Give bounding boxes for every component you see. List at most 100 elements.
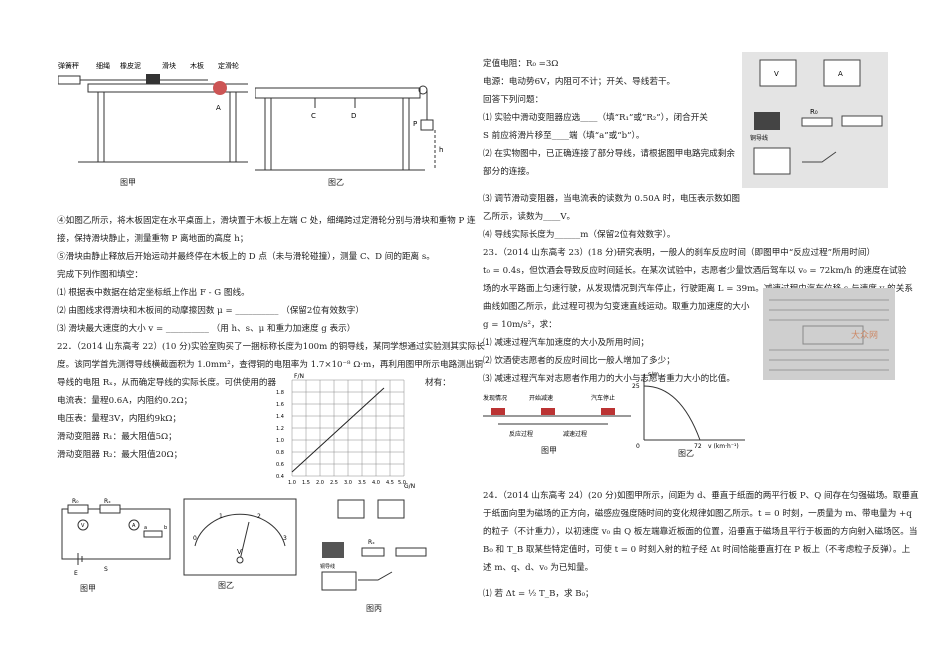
step4-line2: 接，保持滑块静止，测量重物 P 离地面的高度 h； [57,234,249,244]
q23-line3: 场的水平路面上匀速行驶，从发现情况到汽车停止，行驶距离 L = 39m。减速过程… [483,284,913,294]
car-label-reaction: 反应过程 [509,430,533,438]
label-spring-scale: 弹簧秤 [58,61,79,70]
spring-scale-icon [58,75,81,85]
task-2: ⑵ 由图线求得滑块和木板间的动摩擦因数 μ = __________ （保留2位… [57,306,364,316]
car-label-brake: 开始减速 [529,394,553,402]
label-string: 细绳 [96,61,110,70]
figure-jia-apparatus: 弹簧秤 细绳 橡皮泥 滑块 木板 定滑轮 A [58,61,248,163]
q22-line1: 22．（2014 山东高考 22）(10 分)实验室购买了一捆标称长度为100m… [57,342,485,352]
circuit-photo: V A 铜导线 R₀ [742,52,888,188]
graph-y-label: F/N [294,373,304,380]
exam-photo-thumbnail: 大众网 [763,288,895,380]
car-icon [601,408,615,415]
photo-label-v: V [774,70,779,78]
car-label-detect: 发现情况 [483,394,507,402]
q23-line4: 曲线如图乙所示，此过程可视为匀变速直线运动。取重力加速度的大小 [483,302,750,312]
pulley-hand [213,81,227,95]
q22-line3: 导线的电阻 Rₓ，从而确定导线的实际长度。可供使用的器 [57,378,277,388]
curve-caption: 图乙 [678,449,694,458]
label-h: h [439,146,443,154]
dial-unit: V [237,548,242,556]
q24-line4: B₀ 和 T_B 取某些特定值时，可使 t = 0 时刻入射的粒子经 Δt 时间… [483,545,911,555]
dial-tick-1: 1 [219,513,223,520]
graph-y-tick: 0.8 [276,450,284,456]
dial-tick-3: 3 [283,535,287,542]
photo-label-a: A [838,70,843,78]
task-heading: 完成下列作图和填空： [57,270,143,280]
circuit-label-r0: R₀ [72,498,79,505]
dial-tick-0: 0 [193,535,197,542]
photo-label-r0: R₀ [810,108,818,116]
circuit-label-b-end: b [164,525,167,531]
photo-label-rx: Rₓ [368,539,375,546]
equipment-voltmeter: 电压表：量程3V，内阻约9kΩ； [57,414,182,424]
circuit-caption: 图甲 [80,584,96,593]
graph-y-tick: 1.0 [276,438,284,444]
curve-x-value: 72 [694,443,702,450]
q24-line1: 24．（2014 山东高考 24）(20 分)如图甲所示，间距为 d、垂直于纸面… [483,491,919,501]
step5: ⑤滑块由静止释放后开始运动并最终停在木板上的 D 点（未与滑轮碰撞），测量 C、… [57,252,435,262]
q23-line2: t₀ = 0.4s，但饮酒会导致反应时间延长。在某次试验中，志愿者少量饮酒后驾车… [483,266,907,276]
graph-y-tick: 1.4 [276,414,284,420]
s-v-curve: s/m 25 0 72 v (km·h⁻¹) [632,371,745,450]
q23-line5: g = 10m/s²，求： [483,320,557,330]
car-icon [491,408,505,415]
q24-line3: 的粒子（不计重力），以初速度 v₀ 由 Q 板左端靠近板面的位置，沿垂直于磁场且… [483,527,918,537]
graph-x-tick: 3.5 [358,480,366,486]
board [87,83,248,93]
circuit-label-e: E [74,570,78,577]
circuit-label-a: A [132,523,136,529]
graph-x-tick: 1.0 [288,480,296,486]
circuit-label-s: S [104,566,108,573]
graph-x-tick: 4.0 [372,480,380,486]
task-3: ⑶ 滑块最大速度的大小 v = __________ （用 h、s、μ 和重力加… [57,324,356,334]
figure-yi-apparatus: C D P h [255,85,443,171]
figure-yi-caption: 图乙 [328,178,344,187]
q23-part2: ⑵ 饮酒使志愿者的反应时间比一般人增加了多少； [483,356,675,366]
circuit-diagram: R₀ Rₓ V A a b E S [61,498,171,577]
graph-x-tick: 4.5 [386,480,394,486]
f-g-graph: F/N G/N 0.4 0.6 0.8 1.0 1.2 1.4 1.6 1.8 … [276,373,415,490]
voltmeter-caption: 图乙 [218,581,234,590]
curve-x-label: v (km·h⁻¹) [708,443,739,450]
graph-y-tick: 0.4 [276,474,284,480]
graph-x-label: G/N [404,483,415,490]
graph-x-tick: 2.0 [316,480,324,486]
q23-line1: 23．（2014 山东高考 23）(18 分)研究表明，一般人的刹车反应时间（即… [483,248,876,258]
label-A: A [216,104,221,112]
figure-jia-caption: 图甲 [120,178,136,187]
label-C: C [311,112,316,120]
graph-y-tick: 1.2 [276,426,284,432]
q23-part3: ⑶ 减速过程汽车对志愿者作用力的大小与志愿者重力大小的比值。 [483,374,735,384]
voltmeter-dial: 0 1 2 3 V [183,498,297,576]
q24-line5: 述 m、q、d、v₀ 为已知量。 [483,563,594,573]
answer-1-line2: S 前应将滑片移至____端（填“a”或“b”）。 [483,131,645,141]
q22-line3-end: 材有： [425,378,451,388]
graph-y-tick: 1.8 [276,390,284,396]
graph-x-tick: 3.0 [344,480,352,486]
r0-resistor: 定值电阻：R₀ =3Ω [483,59,559,69]
curve-y-value: 25 [632,383,640,390]
power-source: 电源：电动势6V，内阻可不计；开关、导线若干。 [483,77,676,87]
label-D: D [351,112,356,120]
answer-1-line1: ⑴ 实验中滑动变阻器应选____（填“R₁”或“R₂”），闭合开关 [483,113,708,123]
slider-block [146,74,160,84]
car-caption: 图甲 [541,446,557,455]
circuit-label-rx: Rₓ [104,498,111,505]
label-P: P [413,120,417,128]
label-board: 木板 [190,61,204,70]
graph-x-tick: 5.0 [398,480,406,486]
answer-2-line2: 部分的连接。 [483,167,535,177]
graph-x-tick: 1.5 [302,480,310,486]
q24-line2: 于纸面向里为磁场的正方向，磁感应强度随时间的变化规律如图乙所示。t = 0 时刻… [483,509,912,519]
equipment-ammeter: 电流表：量程0.6A，内阻约0.2Ω； [57,396,193,406]
dial-tick-2: 2 [257,513,261,520]
watermark: 大众网 [851,329,878,341]
answer-3-line2: 乙所示，读数为____V。 [483,212,576,222]
car-braking-diagram: 发现情况 开始减速 汽车停止 反应过程 减速过程 [483,394,631,438]
task-1: ⑴ 根据表中数据在给定坐标纸上作出 F - G 图线。 [57,288,250,298]
car-icon [541,408,555,415]
label-slider: 滑块 [162,61,176,70]
graph-x-tick: 2.5 [330,480,338,486]
